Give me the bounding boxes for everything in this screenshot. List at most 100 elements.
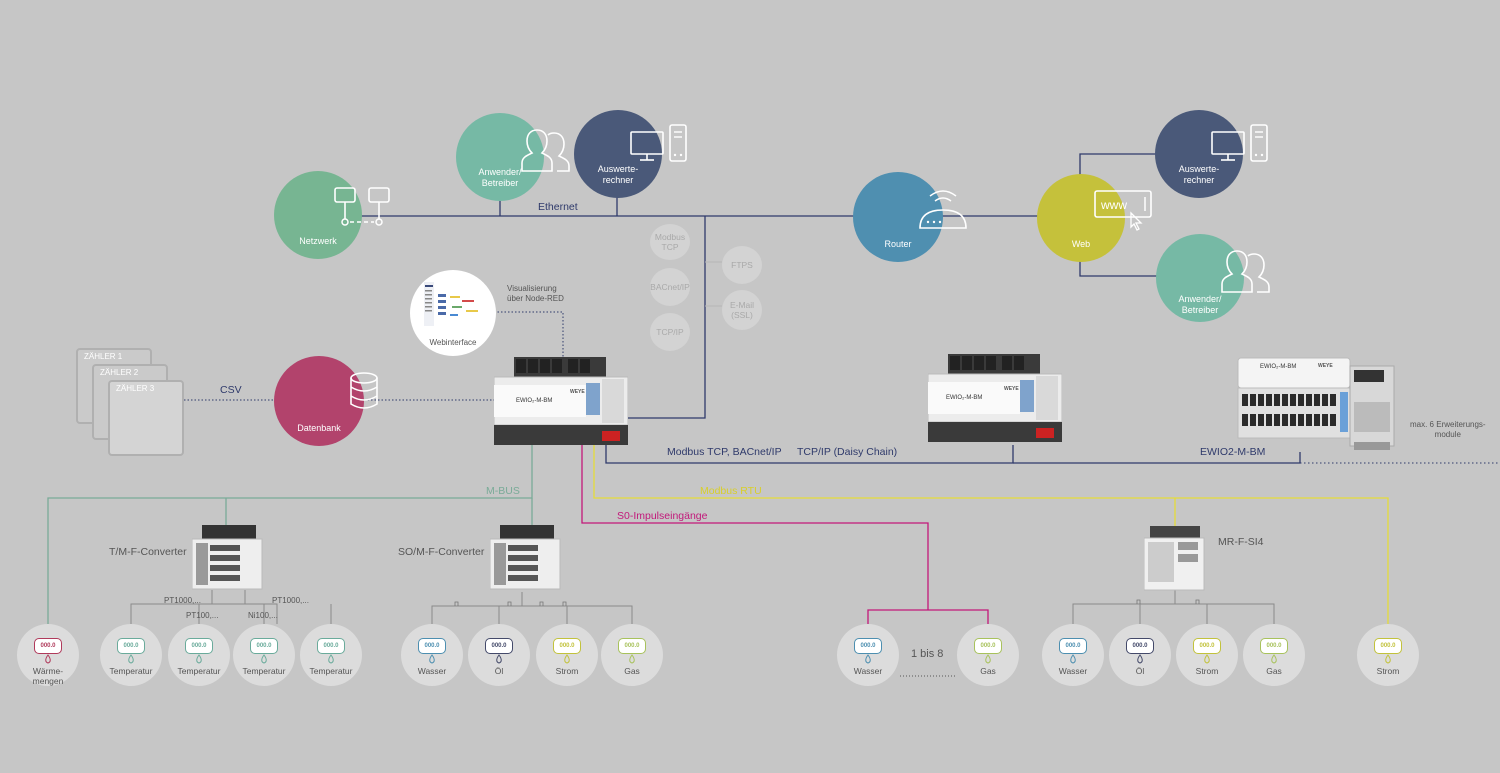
datenbank-label: Datenbank bbox=[297, 423, 341, 433]
sensor-label-pt1000-a: PT1000,... bbox=[164, 596, 201, 605]
meter-label: Öl bbox=[1135, 666, 1145, 676]
meter-display: 000.0 bbox=[485, 638, 513, 654]
meter-symbol-icon bbox=[1204, 654, 1210, 664]
meter-label: Temperatur bbox=[309, 666, 353, 676]
third-device-name: EWIO2-M-BM bbox=[1200, 446, 1266, 458]
anwender-right-label: Anwender/ Betreiber bbox=[1178, 294, 1222, 315]
auswerterechner-label: Auswerte- rechner bbox=[597, 164, 639, 185]
meter-display: 000.0 bbox=[1260, 638, 1288, 654]
mr-converter-label: MR-F-SI4 bbox=[1218, 536, 1264, 548]
webinterface-label: Webinterface bbox=[429, 338, 477, 347]
anwender-label: Anwender/ Betreiber bbox=[478, 167, 522, 188]
meter-label: Strom bbox=[1376, 666, 1400, 676]
converter-device-icon bbox=[1143, 526, 1205, 591]
meter-display: 000.0 bbox=[317, 638, 345, 654]
ewio-third-device: EWIO₂-M-BM WEYE bbox=[1234, 352, 1402, 456]
meter-display: 000.0 bbox=[553, 638, 581, 654]
meter-label: Gas bbox=[980, 666, 996, 676]
meter-label: Gas bbox=[624, 666, 640, 676]
auswerterechner-right-node: Auswerte- rechner bbox=[1155, 110, 1268, 198]
protocol-bacnet-ip: BACnet/IP bbox=[650, 268, 690, 306]
extension-note: max. 6 Erweiterungs- module bbox=[1410, 420, 1486, 439]
auswerterechner-right-label: Auswerte- rechner bbox=[1178, 164, 1220, 185]
database-icon bbox=[350, 372, 378, 409]
users-icon bbox=[1221, 250, 1270, 293]
zaehler-3: ZÄHLER 3 bbox=[108, 380, 184, 456]
meter-label: Öl bbox=[494, 666, 504, 676]
datenbank-node: Datenbank bbox=[274, 356, 378, 446]
svg-text:www: www bbox=[1100, 198, 1127, 212]
netzwerk-label: Netzwerk bbox=[299, 236, 337, 246]
meter-symbol-icon bbox=[985, 654, 991, 664]
network-icon bbox=[334, 187, 390, 226]
meter-display: 000.0 bbox=[250, 638, 278, 654]
meter-symbol-icon bbox=[496, 654, 502, 664]
modbus-tcp-bacnet-label: Modbus TCP, BACnet/IP bbox=[667, 446, 782, 458]
meter-display: 000.0 bbox=[1193, 638, 1221, 654]
computer-icon bbox=[1211, 124, 1268, 162]
meter-label: Strom bbox=[1195, 666, 1219, 676]
protocol-modbus-tcp: Modbus TCP bbox=[650, 224, 690, 260]
nodered-label: Visualisierung über Node-RED bbox=[507, 284, 564, 303]
main-model-label: EWIO₂-M-BM bbox=[516, 398, 553, 404]
meter-label: Wasser bbox=[1058, 666, 1088, 676]
zaehler-2-label: ZÄHLER 2 bbox=[100, 368, 139, 377]
ethernet-label: Ethernet bbox=[538, 201, 578, 213]
meter-label: Wasser bbox=[417, 666, 447, 676]
meter-symbol-icon bbox=[1271, 654, 1277, 664]
din-rail-device-extended-icon bbox=[1237, 357, 1395, 450]
meter-symbol-icon bbox=[1385, 654, 1391, 664]
anwender-node: Anwender/ Betreiber bbox=[456, 113, 570, 201]
meter-label: Temperatur bbox=[109, 666, 153, 676]
daisy-chain-label: TCP/IP (Daisy Chain) bbox=[797, 446, 898, 458]
meter-label: Temperatur bbox=[177, 666, 221, 676]
second-brand-label: WEYE bbox=[1004, 386, 1019, 392]
meter-symbol-icon bbox=[1070, 654, 1076, 664]
users-icon bbox=[521, 129, 570, 172]
webinterface-screenshot-icon bbox=[424, 282, 478, 326]
meter-symbol-icon bbox=[1137, 654, 1143, 664]
sensor-label-pt1000-b: PT1000,... bbox=[272, 596, 309, 605]
meter-label: Wasser bbox=[853, 666, 883, 676]
sensor-label-pt100: PT100,... bbox=[186, 611, 219, 620]
meter-label: Strom bbox=[555, 666, 579, 676]
ewio-second-device: EWIO₂-M-BM WEYE bbox=[927, 352, 1063, 444]
tm-converter-label: T/M-F-Converter bbox=[109, 546, 187, 558]
mr-converter-device bbox=[1143, 526, 1206, 592]
meter-label: Gas bbox=[1266, 666, 1282, 676]
router-label: Router bbox=[884, 239, 912, 249]
din-rail-device-icon bbox=[927, 354, 1063, 442]
meter-symbol-icon bbox=[128, 654, 134, 664]
anwender-right-node: Anwender/ Betreiber bbox=[1156, 234, 1270, 322]
meter-symbol-icon bbox=[45, 654, 51, 664]
csv-label: CSV bbox=[220, 384, 242, 396]
ewio-main-device: EWIO₂-M-BM WEYE bbox=[493, 355, 629, 447]
main-brand-label: WEYE bbox=[570, 389, 585, 395]
auswerterechner-node: Auswerte- rechner bbox=[574, 110, 687, 198]
router-node: Router bbox=[853, 172, 967, 262]
meter-display: 000.0 bbox=[1374, 638, 1402, 654]
web-icon: www bbox=[1094, 190, 1152, 231]
meter-display: 000.0 bbox=[34, 638, 62, 654]
so-converter-device bbox=[489, 525, 562, 591]
meter-label: Temperatur bbox=[242, 666, 286, 676]
so-converter-label: SO/M-F-Converter bbox=[398, 546, 485, 558]
protocol-tcp-ip: TCP/IP bbox=[650, 313, 690, 351]
third-brand-label: WEYE bbox=[1318, 363, 1333, 369]
meter-label: Wärme- mengen bbox=[32, 666, 64, 686]
mbus-label: M-BUS bbox=[486, 485, 520, 497]
meter-display: 000.0 bbox=[418, 638, 446, 654]
meter-display: 000.0 bbox=[185, 638, 213, 654]
modbus-rtu-label: Modbus RTU bbox=[700, 485, 762, 497]
